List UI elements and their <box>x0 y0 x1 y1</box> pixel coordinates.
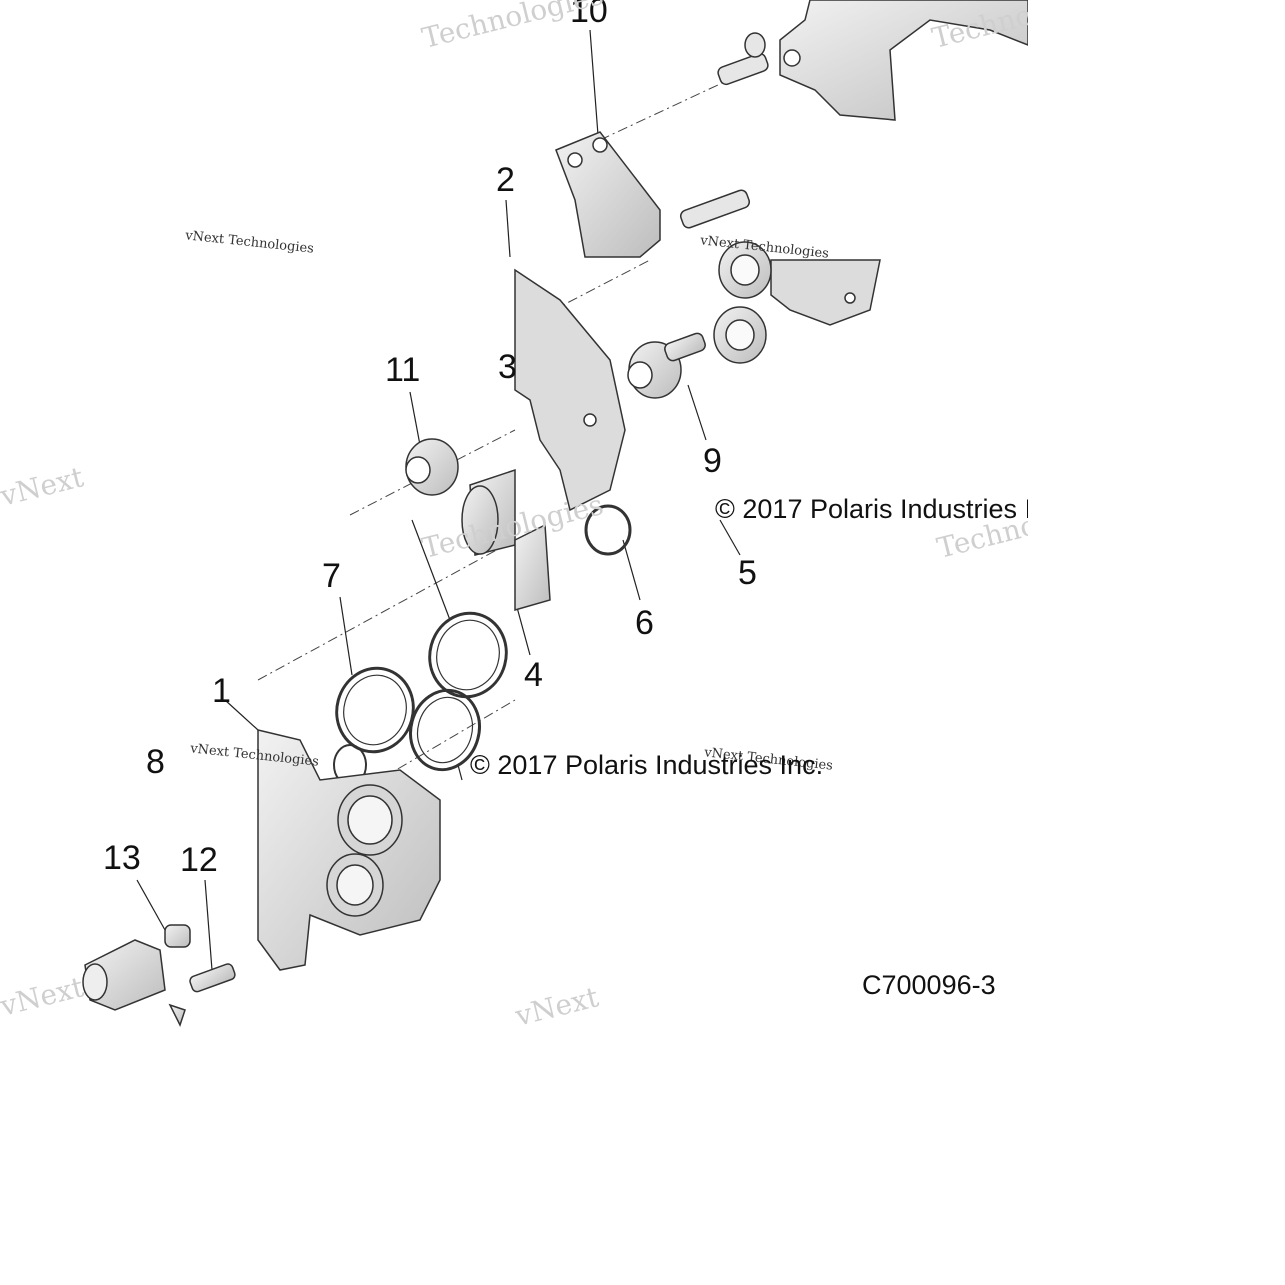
missing-tile-mask-left-top <box>0 0 257 230</box>
callout-3: 3 <box>498 348 517 386</box>
callout-5: 5 <box>738 554 757 592</box>
callout-7: 7 <box>322 557 341 595</box>
callout-2: 2 <box>496 161 515 199</box>
caliper-body <box>257 729 441 971</box>
copyright-1: © 2017 Polaris Industries Inc. <box>715 494 1069 524</box>
callout-4: 4 <box>524 656 543 694</box>
callout-6: 6 <box>635 604 654 642</box>
callout-11: 11 <box>385 351 421 389</box>
callout-12: 12 <box>180 841 218 879</box>
bleeder-parts <box>82 924 236 1027</box>
callout-1: 1 <box>212 672 231 710</box>
missing-tile-mask-bottom <box>0 1030 1285 1285</box>
boot-parts <box>405 332 706 496</box>
brake-pad-inner <box>779 0 1029 121</box>
diagram-tile-top-mid <box>257 0 514 257</box>
callout-13: 13 <box>103 839 141 877</box>
callout-10: 10 <box>570 0 608 30</box>
mounting-bracket <box>514 268 626 512</box>
missing-tile-mask-right-lower <box>771 780 1028 960</box>
seal-rings <box>333 504 632 786</box>
figure-code: C700096-3 <box>862 970 996 1000</box>
copyright-2: © 2017 Polaris Industries Inc. <box>470 750 824 780</box>
brake-pad-outer <box>555 131 661 258</box>
callout-8: 8 <box>146 743 165 781</box>
callout-9: 9 <box>703 442 722 480</box>
